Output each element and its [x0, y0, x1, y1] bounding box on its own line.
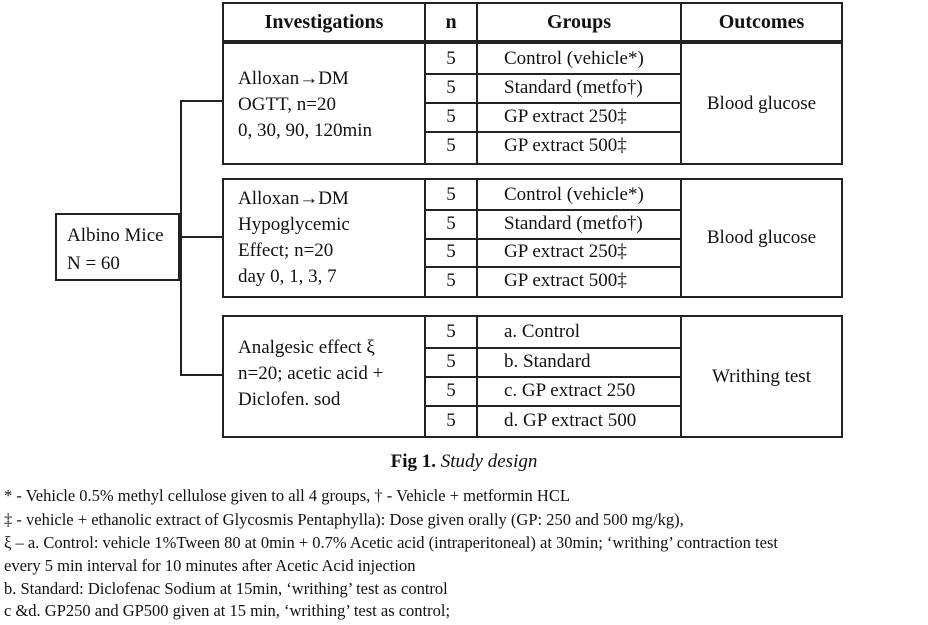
connector-branch-1	[180, 100, 224, 102]
footnote-extract: ‡ - vehicle + ethanolic extract of Glyco…	[4, 510, 684, 529]
table-row-n: 5	[446, 350, 456, 372]
footnote-vehicle: * - Vehicle 0.5% methyl cellulose given …	[4, 486, 570, 505]
block-hypoglycemic-line-3: Effect; n=20	[238, 240, 334, 261]
table-row-n: 5	[446, 321, 456, 342]
block-analgesic-line-3: Diclofen. sod	[238, 389, 341, 410]
figure-caption: Fig 1. Study design	[0, 451, 928, 473]
table-row-n: 5	[446, 47, 456, 69]
connector-trunk	[180, 100, 182, 376]
table-row-n: 5	[446, 105, 456, 127]
outcome-label: Blood glucose	[706, 227, 817, 248]
connector-branch-2	[180, 236, 224, 238]
block-hypoglycemic: Alloxan→DM Hypoglycemic Effect; n=20 day…	[222, 178, 843, 298]
root-box: Albino Mice N = 60	[55, 213, 180, 281]
footnote-analgesic-b: b. Standard: Diclofenac Sodium at 15min,…	[4, 579, 448, 598]
footnote-analgesic-cd: c &d. GP250 and GP500 given at 15 min, ‘…	[4, 601, 451, 620]
block-ogtt-line-2: OGTT, n=20	[238, 94, 336, 115]
table-row-group: Standard (metfo†)	[504, 76, 643, 98]
block-ogtt: Alloxan→DM OGTT, n=20 0, 30, 90, 120min …	[222, 42, 843, 165]
block-ogtt-line-1: Alloxan→DM	[238, 68, 349, 89]
footnote-analgesic-a-cont: every 5 min interval for 10 minutes afte…	[4, 556, 416, 575]
figure-caption-text: Study design	[440, 451, 538, 472]
header-investigations: Investigations	[264, 10, 384, 33]
table-row-group: d. GP extract 500	[504, 409, 637, 431]
table-row-group: GP extract 250‡	[504, 105, 627, 127]
table-row-n: 5	[446, 409, 456, 431]
table-row-group: Control (vehicle*)	[504, 183, 644, 205]
table-row-group: GP extract 250‡	[504, 241, 627, 262]
table-row-group: Standard (metfo†)	[504, 212, 643, 234]
table-row-n: 5	[446, 183, 456, 205]
block-analgesic: Analgesic effect ξ n=20; acetic acid + D…	[222, 315, 843, 438]
table-row-group: Control (vehicle*)	[504, 47, 644, 69]
table-row-n: 5	[446, 135, 456, 156]
table-row-n: 5	[446, 212, 456, 234]
root-label: Albino Mice	[67, 225, 164, 246]
table-row-group: b. Standard	[504, 350, 591, 372]
table-row-group: GP extract 500‡	[504, 270, 627, 291]
block-analgesic-line-1: Analgesic effect ξ	[238, 337, 375, 358]
table-row-n: 5	[446, 241, 456, 262]
root-count: N = 60	[67, 253, 120, 274]
header-n: n	[445, 10, 457, 33]
outcome-label: Blood glucose	[706, 92, 817, 114]
table-row-n: 5	[446, 76, 456, 98]
header-outcomes: Outcomes	[718, 10, 805, 33]
table-row-n: 5	[446, 270, 456, 291]
block-hypoglycemic-line-4: day 0, 1, 3, 7	[238, 266, 337, 287]
header-row: Investigations n Groups Outcomes	[222, 2, 843, 42]
block-hypoglycemic-line-1: Alloxan→DM	[238, 188, 349, 209]
table-row-group: a. Control	[504, 321, 580, 342]
header-groups: Groups	[546, 10, 612, 33]
figure-caption-label: Fig 1.	[390, 451, 437, 472]
table-row-group: c. GP extract 250	[504, 379, 636, 401]
footnote-analgesic-a: ξ – a. Control: vehicle 1%Tween 80 at 0m…	[4, 533, 778, 552]
block-ogtt-line-3: 0, 30, 90, 120min	[238, 120, 373, 141]
connector-branch-3	[180, 374, 224, 376]
table-row-group: GP extract 500‡	[504, 135, 627, 156]
block-hypoglycemic-line-2: Hypoglycemic	[238, 214, 350, 235]
outcome-label: Writhing test	[712, 365, 811, 387]
table-row-n: 5	[446, 379, 456, 401]
block-analgesic-line-2: n=20; acetic acid +	[238, 363, 384, 384]
